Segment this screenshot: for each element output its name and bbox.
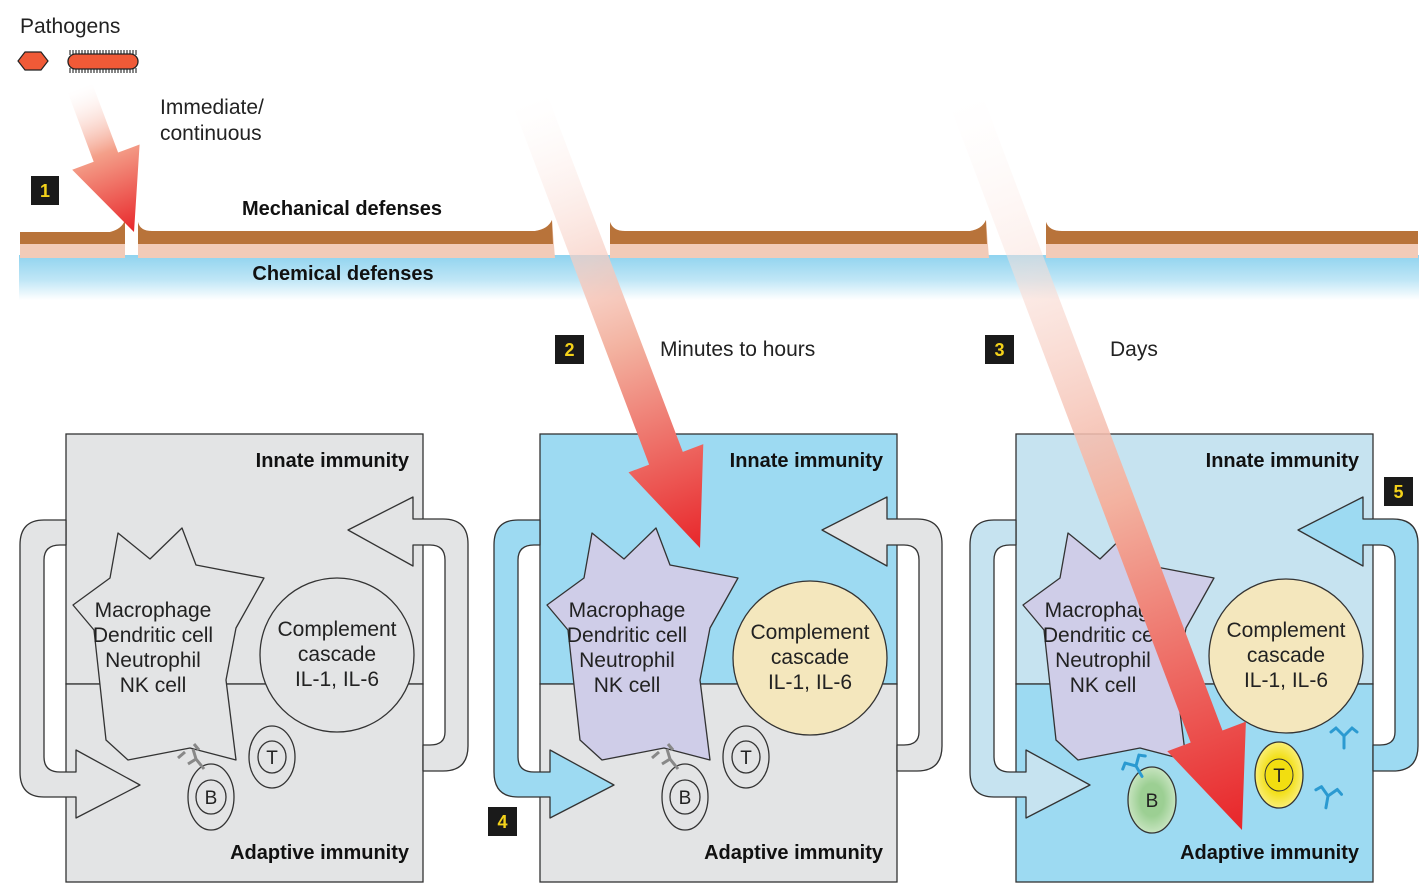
innate-response-arrow [513, 93, 704, 548]
innate-to-adaptive-signal-arrow [1297, 496, 1419, 772]
complement-label: Complement [1226, 619, 1345, 642]
svg-text:4: 4 [497, 812, 507, 832]
b-cell: B [177, 743, 235, 831]
innate-cell-label: Dendritic cell [1043, 624, 1163, 647]
adaptive-immunity-title: Adaptive immunity [230, 842, 410, 864]
innate-to-adaptive-signal-arrow [347, 496, 469, 772]
adaptive-response-arrow [950, 94, 1246, 830]
complement-label: cascade [771, 646, 849, 669]
complement-label: IL-1, IL-6 [1244, 669, 1328, 692]
days-label: Days [1110, 338, 1158, 361]
innate-cell-label: NK cell [120, 674, 187, 697]
antibody-icon [1329, 726, 1359, 750]
adaptive-to-innate-feedback-arrow [19, 519, 141, 819]
complement-cascade-circle [259, 577, 415, 733]
bacterium-pathogen-icon [67, 50, 139, 73]
adaptive-to-innate-feedback-arrow [493, 519, 615, 819]
innate-cells-shape [546, 527, 739, 761]
t-cell: T [248, 725, 296, 789]
complement-label: IL-1, IL-6 [295, 668, 379, 691]
svg-text:B: B [205, 788, 218, 809]
innate-cell-label: Macrophage [569, 599, 686, 622]
step-5-badge: 5 [1384, 477, 1413, 506]
innate-cell-label: Dendritic cell [567, 624, 687, 647]
svg-text:1: 1 [40, 181, 50, 201]
mechanical-defenses-label: Mechanical defenses [242, 198, 442, 220]
receptor-icon [651, 743, 680, 770]
step-3-badge: 3 [985, 335, 1014, 364]
minutes-to-hours-label: Minutes to hours [660, 338, 815, 361]
innate-cell-label: Neutrophil [105, 649, 201, 672]
step-2-badge: 2 [555, 335, 584, 364]
mechanical-defense-layer [20, 220, 1418, 258]
virus-pathogen-icon [17, 51, 49, 71]
innate-immunity-title: Innate immunity [1206, 450, 1360, 472]
b-cell: B [651, 743, 709, 831]
immediate-entry-arrow [67, 83, 140, 233]
complement-label: Complement [750, 621, 869, 644]
innate-immunity-title: Innate immunity [256, 450, 410, 472]
innate-to-adaptive-signal-arrow [821, 496, 943, 772]
immediate-label: Immediate/ [160, 96, 264, 119]
complement-label: cascade [1247, 644, 1325, 667]
innate-cell-label: Neutrophil [579, 649, 675, 672]
svg-text:2: 2 [564, 340, 574, 360]
svg-text:T: T [1273, 766, 1285, 787]
svg-text:5: 5 [1393, 482, 1403, 502]
activated-t-cell: T [1254, 741, 1304, 809]
svg-text:T: T [740, 748, 752, 769]
step-4-badge: 4 [488, 807, 517, 836]
svg-text:B: B [679, 788, 692, 809]
chemical-defense-layer [19, 255, 1419, 300]
complement-label: Complement [277, 618, 396, 641]
antibody-icon [1314, 785, 1343, 810]
innate-immunity-title: Innate immunity [730, 450, 884, 472]
adaptive-immunity-title: Adaptive immunity [704, 842, 884, 864]
complement-label: cascade [298, 643, 376, 666]
activated-b-cell: B [1127, 766, 1177, 834]
innate-cell-label: NK cell [594, 674, 661, 697]
pathogens-label: Pathogens [20, 15, 120, 38]
innate-cell-label: Macrophage [95, 599, 212, 622]
innate-cells-shape [72, 527, 265, 761]
innate-cell-label: Dendritic cell [93, 624, 213, 647]
adaptive-immunity-title: Adaptive immunity [1180, 842, 1360, 864]
svg-text:T: T [266, 748, 278, 769]
innate-cell-label: Neutrophil [1055, 649, 1151, 672]
step-1-badge: 1 [31, 176, 59, 205]
svg-text:3: 3 [994, 340, 1004, 360]
innate-cell-label: NK cell [1070, 674, 1137, 697]
antibody-icon [1121, 753, 1147, 778]
svg-text:B: B [1146, 791, 1159, 812]
innate-cell-label: Macrophage [1045, 599, 1162, 622]
t-cell: T [722, 725, 770, 789]
continuous-label: continuous [160, 122, 262, 145]
complement-cascade-circle [732, 580, 888, 736]
adaptive-to-innate-feedback-arrow [969, 519, 1091, 819]
chemical-defenses-label: Chemical defenses [252, 263, 433, 285]
complement-cascade-circle [1208, 578, 1364, 734]
complement-label: IL-1, IL-6 [768, 671, 852, 694]
receptor-icon [177, 743, 206, 770]
